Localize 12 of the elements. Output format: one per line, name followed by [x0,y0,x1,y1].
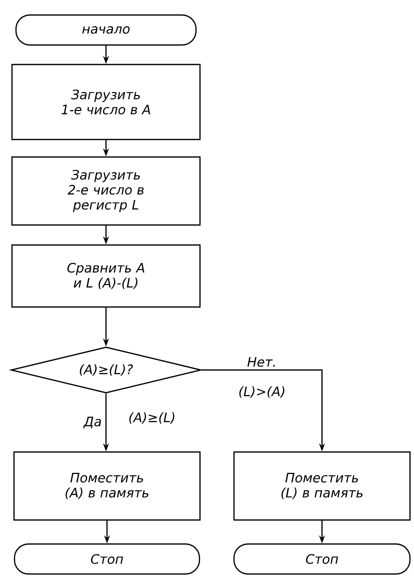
edge-label: Нет. [247,357,275,367]
condition-label: (А)≥(L) [129,412,174,424]
terminal-box: начало [15,14,197,46]
process-box: Поместить (L) в память [233,451,411,521]
process-box: Загрузить 1-е число в А [11,64,201,140]
process-box: Сравнить А и L (А)-(L) [11,244,201,308]
condition-label: (L)>(А) [239,386,284,398]
terminal-box: Стоп [14,543,200,575]
terminal-box: Стоп [233,543,411,575]
edge-label: Да [83,416,101,428]
process-box: Загрузить 2-е число в регистр L [11,156,201,226]
process-box: Поместить (А) в память [13,451,201,521]
